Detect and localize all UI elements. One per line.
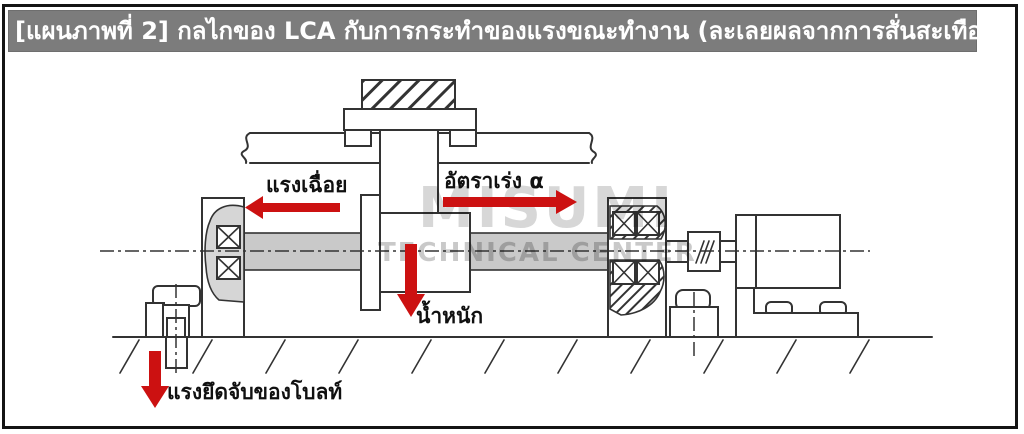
nut-flange (360, 194, 381, 311)
figure-title-bar: [แผนภาพที่ 2] กลไกของ LCA กับการกระทำของ… (8, 10, 1009, 52)
inertia-force-label: แรงเฉื่อย (266, 173, 348, 197)
work-table (343, 79, 477, 147)
weight-label: น้ำหนัก (416, 304, 484, 328)
inertia-force-arrow (245, 196, 340, 219)
ball-screw-nut (379, 212, 471, 293)
drive-shaft (665, 240, 737, 263)
acceleration-label: อัตราเร่ง α (444, 169, 544, 193)
bearing-lower-right (612, 260, 660, 285)
acceleration-arrow (443, 190, 577, 214)
weight-force-arrow (397, 244, 425, 317)
bolt-clamp-force-label: แรงยึดจับของโบลท์ (167, 380, 343, 404)
carriage-column (379, 129, 439, 214)
bearing-lower-left (216, 256, 241, 280)
rail-clamp-left (344, 129, 372, 147)
support-bearing-block-left (201, 197, 245, 338)
bearing-upper-right (612, 211, 660, 236)
bearing-upper-left (216, 225, 241, 249)
figure-title: [แผนภาพที่ 2] กลไกของ LCA กับการกระทำของ… (15, 16, 1010, 45)
bolt-clamp-force-arrow (141, 351, 169, 408)
load-block (361, 79, 456, 110)
rail-clamp-right (449, 129, 477, 147)
fixed-bearing-block-right (607, 197, 667, 338)
ground (112, 336, 933, 374)
